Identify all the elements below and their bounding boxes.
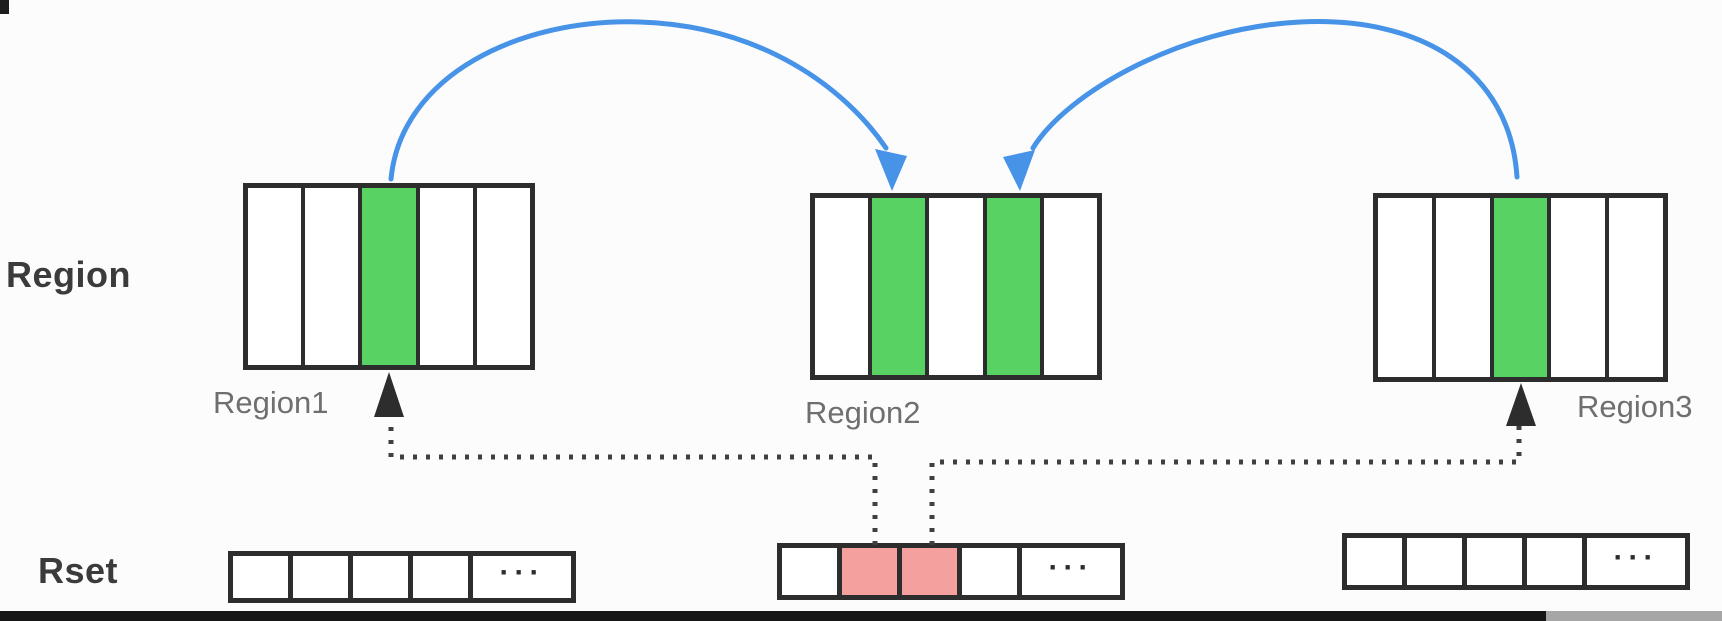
region1-cell-empty	[476, 188, 531, 365]
region3-cell-empty	[1435, 198, 1494, 377]
rset1-cell-empty	[408, 551, 473, 603]
rset3-cell-empty	[1402, 533, 1467, 590]
rset1-cell-more: ···	[468, 551, 576, 603]
region1-cell-empty	[419, 188, 477, 365]
region3-box	[1373, 193, 1668, 382]
ellipsis-glyph: ···	[499, 556, 545, 589]
rset2-cell-more: ···	[1017, 543, 1125, 600]
region3-cell-empty	[1609, 198, 1663, 377]
ellipsis-glyph: ···	[1048, 550, 1094, 584]
region1-caption: Region1	[213, 385, 329, 420]
region3-cell-empty	[1378, 198, 1436, 377]
rset2-cell-empty	[777, 543, 842, 600]
reference-arrow-region3-to-region2	[1003, 19, 1520, 191]
region2-box	[810, 193, 1102, 380]
rset-bar-middle: ···	[777, 543, 1125, 600]
ellipsis-glyph: ···	[1613, 540, 1659, 574]
arrowhead-up-icon	[1506, 383, 1536, 426]
region3-caption: Region3	[1577, 389, 1693, 424]
region2-caption: Region2	[805, 395, 921, 430]
progress-remaining-segment	[1546, 611, 1722, 621]
arrowhead-up-icon	[374, 372, 404, 417]
region1-cell-empty	[248, 188, 306, 365]
rset-bar-left: ···	[228, 551, 576, 603]
rset-link-to-region1	[374, 372, 878, 545]
region3-cell-empty	[1551, 198, 1610, 377]
arrowhead-down-icon	[875, 149, 907, 191]
region2-cell-live	[872, 198, 930, 375]
reference-arrow-region1-to-region2	[388, 19, 907, 191]
region2-cell-empty	[929, 198, 987, 375]
rset1-cell-empty	[348, 551, 413, 603]
corner-artifact	[0, 0, 9, 14]
region1-box	[243, 183, 535, 370]
rset2-cell-ref	[897, 543, 962, 600]
rset2-cell-empty	[957, 543, 1022, 600]
region3-cell-live	[1493, 198, 1552, 377]
arrowhead-down-icon	[1003, 150, 1035, 191]
region-row-label: Region	[6, 254, 131, 295]
rset1-cell-empty	[288, 551, 353, 603]
region2-cell-live	[986, 198, 1044, 375]
rset3-cell-empty	[1462, 533, 1527, 590]
video-progress-bar	[0, 611, 1722, 621]
region2-cell-empty	[1043, 198, 1098, 375]
region1-cell-live	[362, 188, 420, 365]
progress-played-segment	[0, 611, 1546, 621]
rset3-cell-empty	[1522, 533, 1587, 590]
rset3-cell-more: ···	[1582, 533, 1690, 590]
rset-link-to-region3	[929, 383, 1536, 545]
rset1-cell-empty	[228, 551, 293, 603]
rset3-cell-empty	[1342, 533, 1407, 590]
rset-bar-right: ···	[1342, 533, 1690, 590]
region1-cell-empty	[305, 188, 363, 365]
rset2-cell-ref	[837, 543, 902, 600]
rset-row-label: Rset	[38, 550, 119, 591]
region2-cell-empty	[815, 198, 873, 375]
